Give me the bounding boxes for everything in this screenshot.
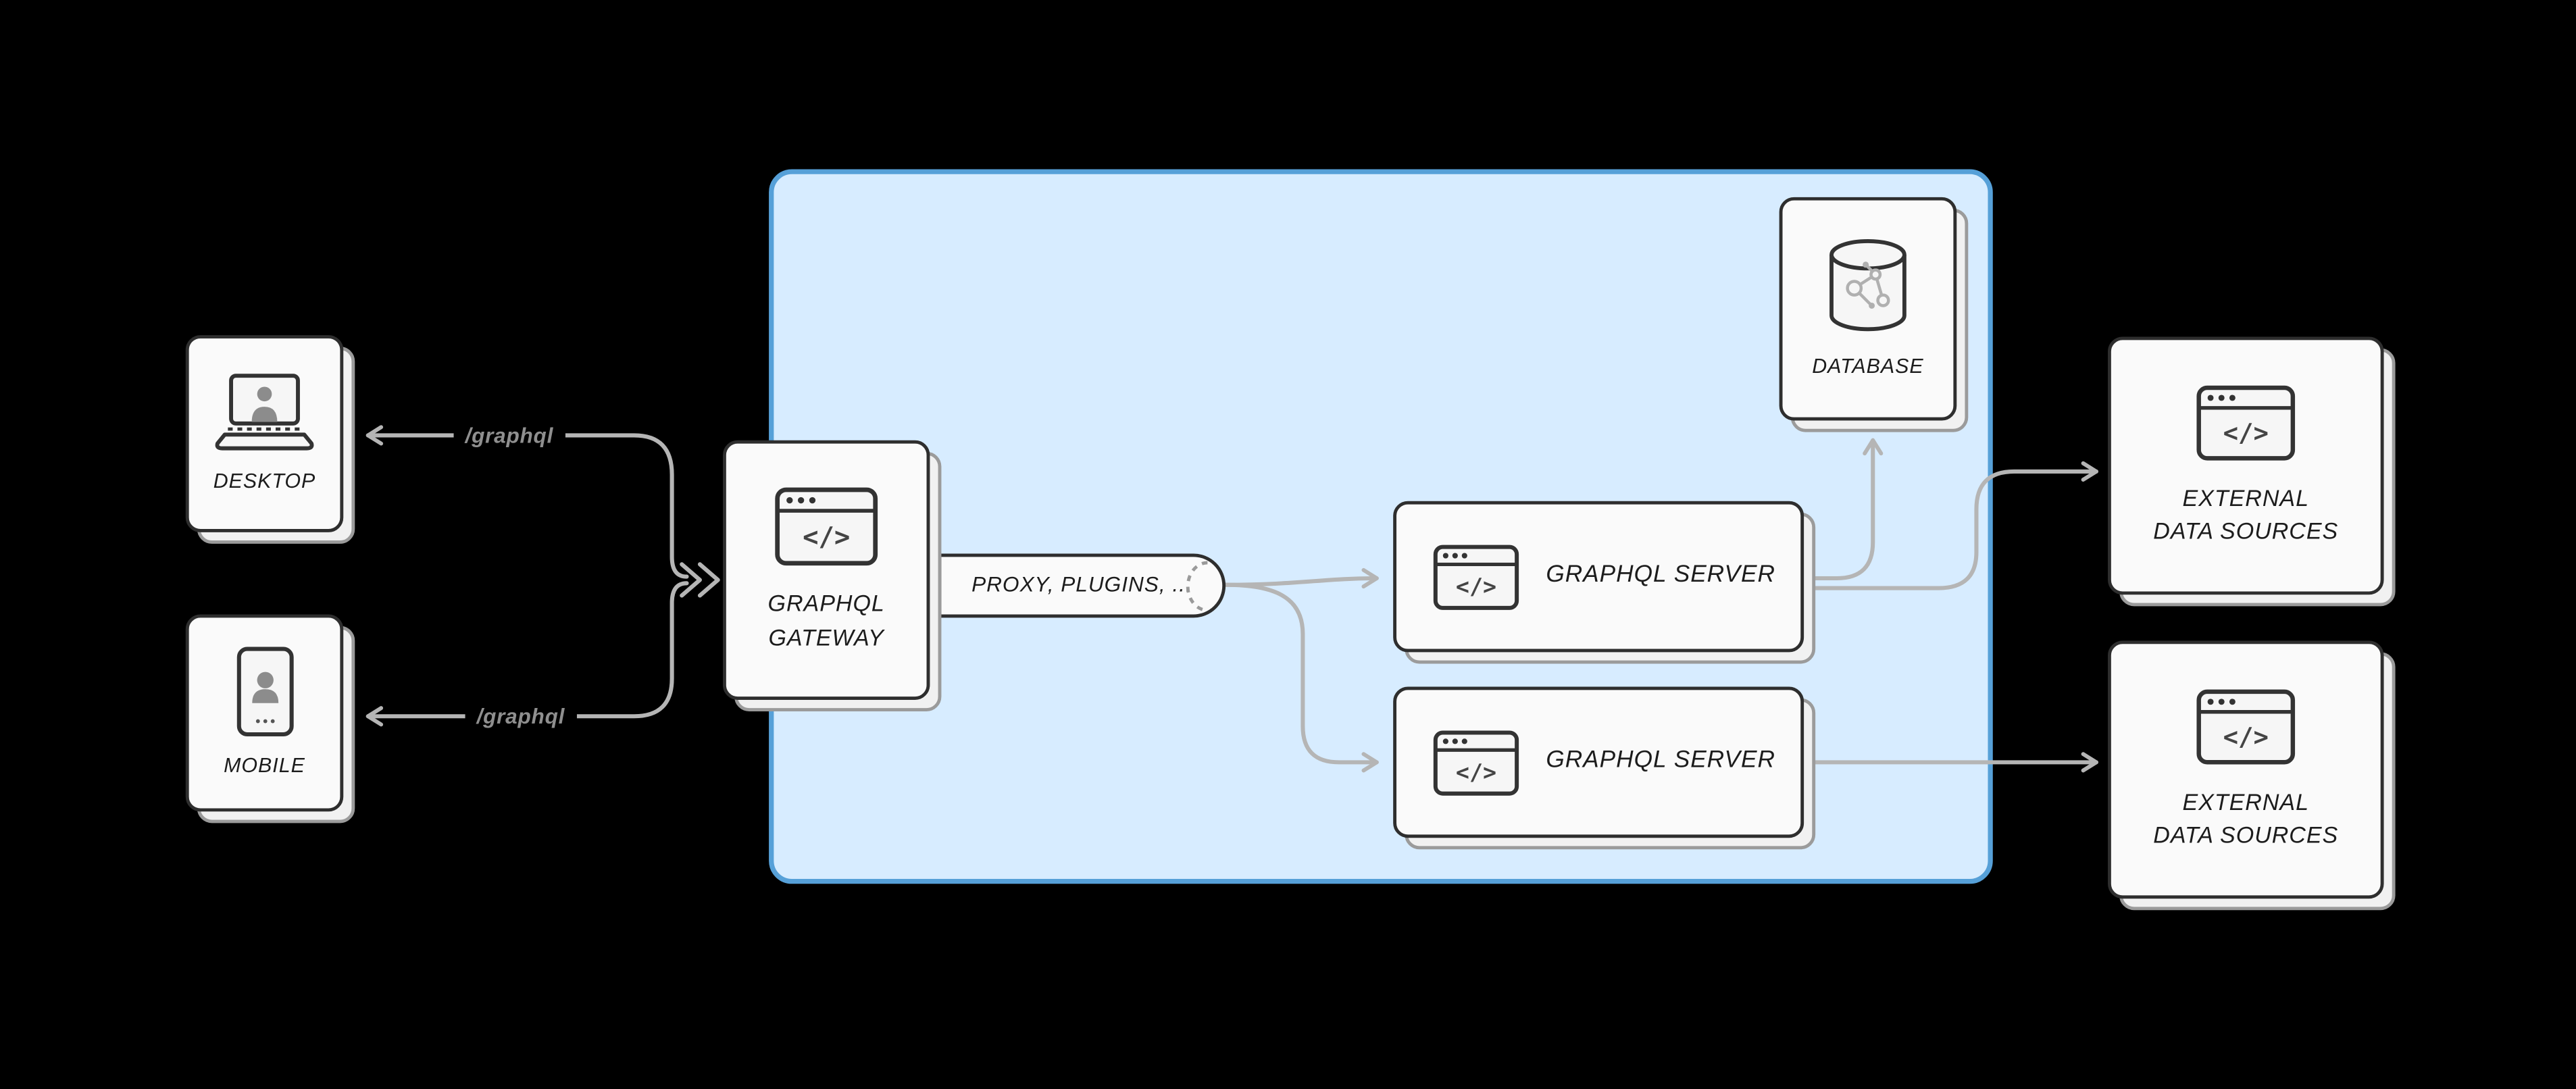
code-browser-icon: </>	[775, 488, 878, 566]
desktop-card: DESKTOP	[185, 335, 344, 532]
external-top-label-line1: EXTERNAL	[2182, 484, 2310, 511]
gateway-in-chevron-icon	[697, 562, 720, 598]
database-icon	[1829, 238, 1906, 332]
node-external-data-sources-bottom: </> EXTERNAL DATA SOURCES	[2107, 640, 2396, 911]
node-proxy-plugins: PROXY, PLUGINS, ...	[938, 553, 1226, 618]
code-browser-icon: </>	[2196, 688, 2296, 764]
edge-label-desktop-graphql: /graphql	[453, 421, 565, 450]
svg-text:</>: </>	[1456, 758, 1496, 784]
edge-proxy-server-top	[1223, 567, 1379, 589]
code-browser-icon: </>	[1433, 544, 1519, 609]
node-database: DATABASE	[1779, 197, 1969, 432]
database-label: DATABASE	[1812, 355, 1924, 378]
database-card: DATABASE	[1779, 197, 1957, 421]
external-bottom-label-line2: DATA SOURCES	[2153, 821, 2339, 848]
external-top-label-line2: DATA SOURCES	[2153, 517, 2339, 544]
edge-gateway-mobile	[365, 581, 689, 727]
laptop-user-icon	[215, 374, 314, 451]
code-browser-icon: </>	[2196, 385, 2296, 460]
proxy-label: PROXY, PLUGINS, ...	[971, 572, 1192, 597]
svg-text:</>: </>	[1456, 572, 1496, 599]
edge-server-top-database	[1804, 438, 1884, 581]
edge-gateway-desktop	[365, 425, 689, 579]
node-external-data-sources-top: </> EXTERNAL DATA SOURCES	[2107, 336, 2396, 607]
gateway-card: </> GRAPHQL GATEWAY	[722, 440, 930, 700]
gateway-label-line2: GATEWAY	[768, 623, 884, 650]
svg-text:</>: </>	[2223, 721, 2269, 751]
external-bottom-card: </> EXTERNAL DATA SOURCES	[2107, 640, 2384, 899]
svg-text:</>: </>	[803, 522, 850, 553]
edge-server-top-external-top	[1804, 461, 2099, 590]
node-desktop: DESKTOP	[185, 335, 355, 544]
code-browser-icon: </>	[1433, 730, 1519, 795]
phone-user-icon	[236, 647, 293, 736]
external-top-card: </> EXTERNAL DATA SOURCES	[2107, 336, 2384, 595]
node-graphql-server-top: </> GRAPHQL SERVER	[1393, 501, 1816, 664]
node-mobile: MOBILE	[185, 614, 355, 824]
external-bottom-label-line1: EXTERNAL	[2182, 788, 2310, 815]
gateway-label-line1: GRAPHQL	[767, 590, 885, 617]
node-graphql-server-bottom: </> GRAPHQL SERVER	[1393, 686, 1816, 850]
cylinder-cap-icon	[1186, 560, 1208, 611]
mobile-card: MOBILE	[185, 614, 344, 812]
gateway-in-chevron2-icon	[680, 562, 702, 598]
server-top-card: </> GRAPHQL SERVER	[1393, 501, 1804, 653]
server-bottom-label: GRAPHQL SERVER	[1546, 748, 1775, 775]
svg-text:</>: </>	[2223, 417, 2269, 447]
mobile-label: MOBILE	[224, 754, 305, 778]
server-bottom-card: </> GRAPHQL SERVER	[1393, 686, 1804, 838]
node-graphql-gateway: </> GRAPHQL GATEWAY	[722, 440, 942, 711]
server-top-label: GRAPHQL SERVER	[1546, 562, 1775, 589]
desktop-label: DESKTOP	[213, 470, 316, 493]
edge-proxy-server-bottom	[1223, 582, 1379, 773]
edge-label-mobile-graphql: /graphql	[465, 702, 577, 730]
